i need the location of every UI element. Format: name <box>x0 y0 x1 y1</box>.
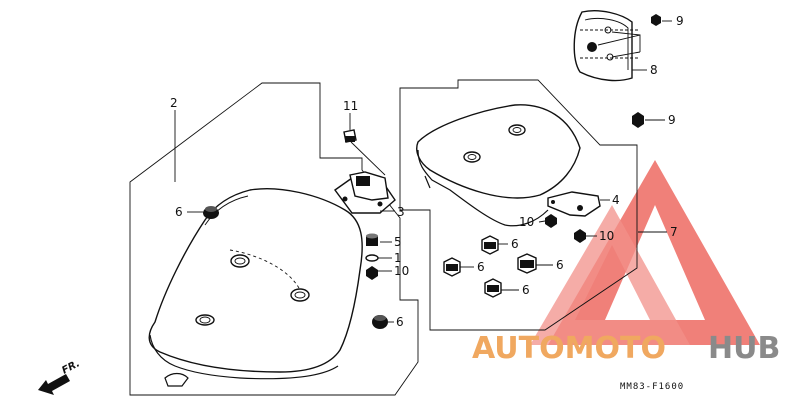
direction-label: FR. <box>60 358 82 376</box>
callout-10-left: 10 <box>394 264 409 278</box>
callout-2: 2 <box>170 96 178 110</box>
cover-plate <box>573 10 640 82</box>
front-direction-arrow: FR. <box>38 358 82 395</box>
cushion-6-b <box>443 257 461 277</box>
nut-9-top <box>651 14 661 26</box>
watermark-text-part2: HUB <box>708 331 780 366</box>
callout-1: 1 <box>394 251 402 265</box>
callout-10-right: 10 <box>599 229 614 243</box>
nut-10-center <box>545 214 557 228</box>
passenger-seat <box>416 104 581 227</box>
group-outline-seat-2 <box>129 82 419 396</box>
callout-10-center: 10 <box>519 215 534 229</box>
callout-9-middle: 9 <box>668 113 676 127</box>
callout-9-top: 9 <box>676 14 684 28</box>
callout-6-bottom: 6 <box>396 315 404 329</box>
watermark-logo <box>530 160 760 345</box>
callout-8: 8 <box>650 63 658 77</box>
nut-9-middle <box>632 112 644 128</box>
grommet-6-left <box>203 206 219 219</box>
callout-11: 11 <box>343 99 358 113</box>
drawing-code: MM83-F1600 <box>620 382 684 392</box>
nut-10-left <box>366 266 378 280</box>
callout-3: 3 <box>397 205 405 219</box>
washer-1 <box>365 254 379 262</box>
bolt-11 <box>343 129 357 143</box>
leader-lines <box>174 20 672 323</box>
callout-7: 7 <box>670 225 678 239</box>
group-outline-seat-7 <box>399 79 638 331</box>
seat-bracket <box>334 171 396 214</box>
watermark-text-part1: AUTOMOTO <box>472 331 666 366</box>
nut-10-right <box>574 229 586 243</box>
callout-6-cushion-d: 6 <box>522 283 530 297</box>
bracket-4 <box>547 191 601 217</box>
callout-5: 5 <box>394 235 402 249</box>
cushion-6-d <box>484 278 502 298</box>
collar-5 <box>366 233 378 246</box>
grommet-6-bottom <box>372 315 388 329</box>
callout-6-cushion-c: 6 <box>556 258 564 272</box>
callout-6-left: 6 <box>175 205 183 219</box>
callout-6-cushion-a: 6 <box>511 237 519 251</box>
cushion-6-a <box>481 235 499 255</box>
callout-4: 4 <box>612 193 620 207</box>
callout-6-cushion-b: 6 <box>477 260 485 274</box>
cushion-6-c <box>517 253 537 274</box>
watermark-text: AUTOMOTO HUB <box>472 331 780 366</box>
